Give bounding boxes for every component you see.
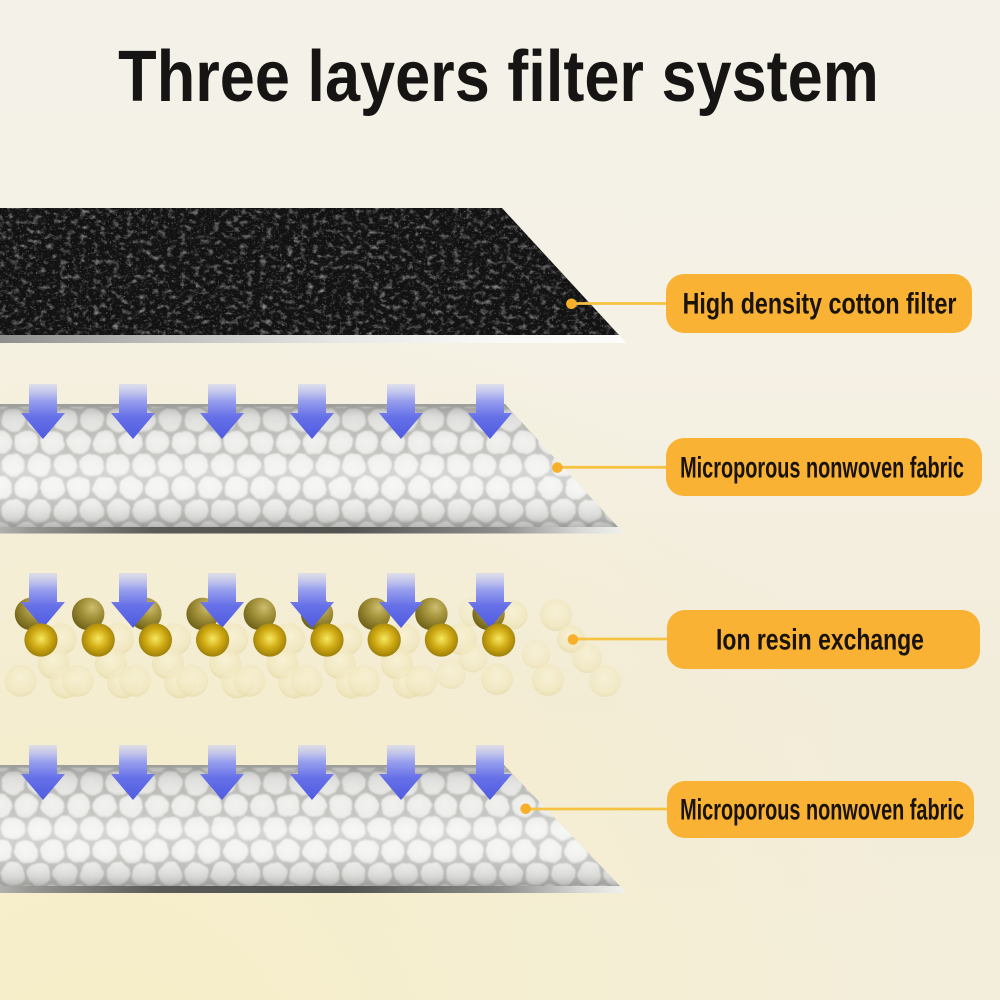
svg-text:High density cotton filter: High density cotton filter (683, 287, 957, 321)
svg-text:Ion resin exchange: Ion resin exchange (716, 623, 924, 657)
svg-text:Three layers filter system: Three layers filter system (118, 37, 879, 117)
svg-text:Microporous nonwoven fabric: Microporous nonwoven fabric (680, 452, 964, 485)
svg-text:Microporous nonwoven fabric: Microporous nonwoven fabric (680, 794, 964, 827)
